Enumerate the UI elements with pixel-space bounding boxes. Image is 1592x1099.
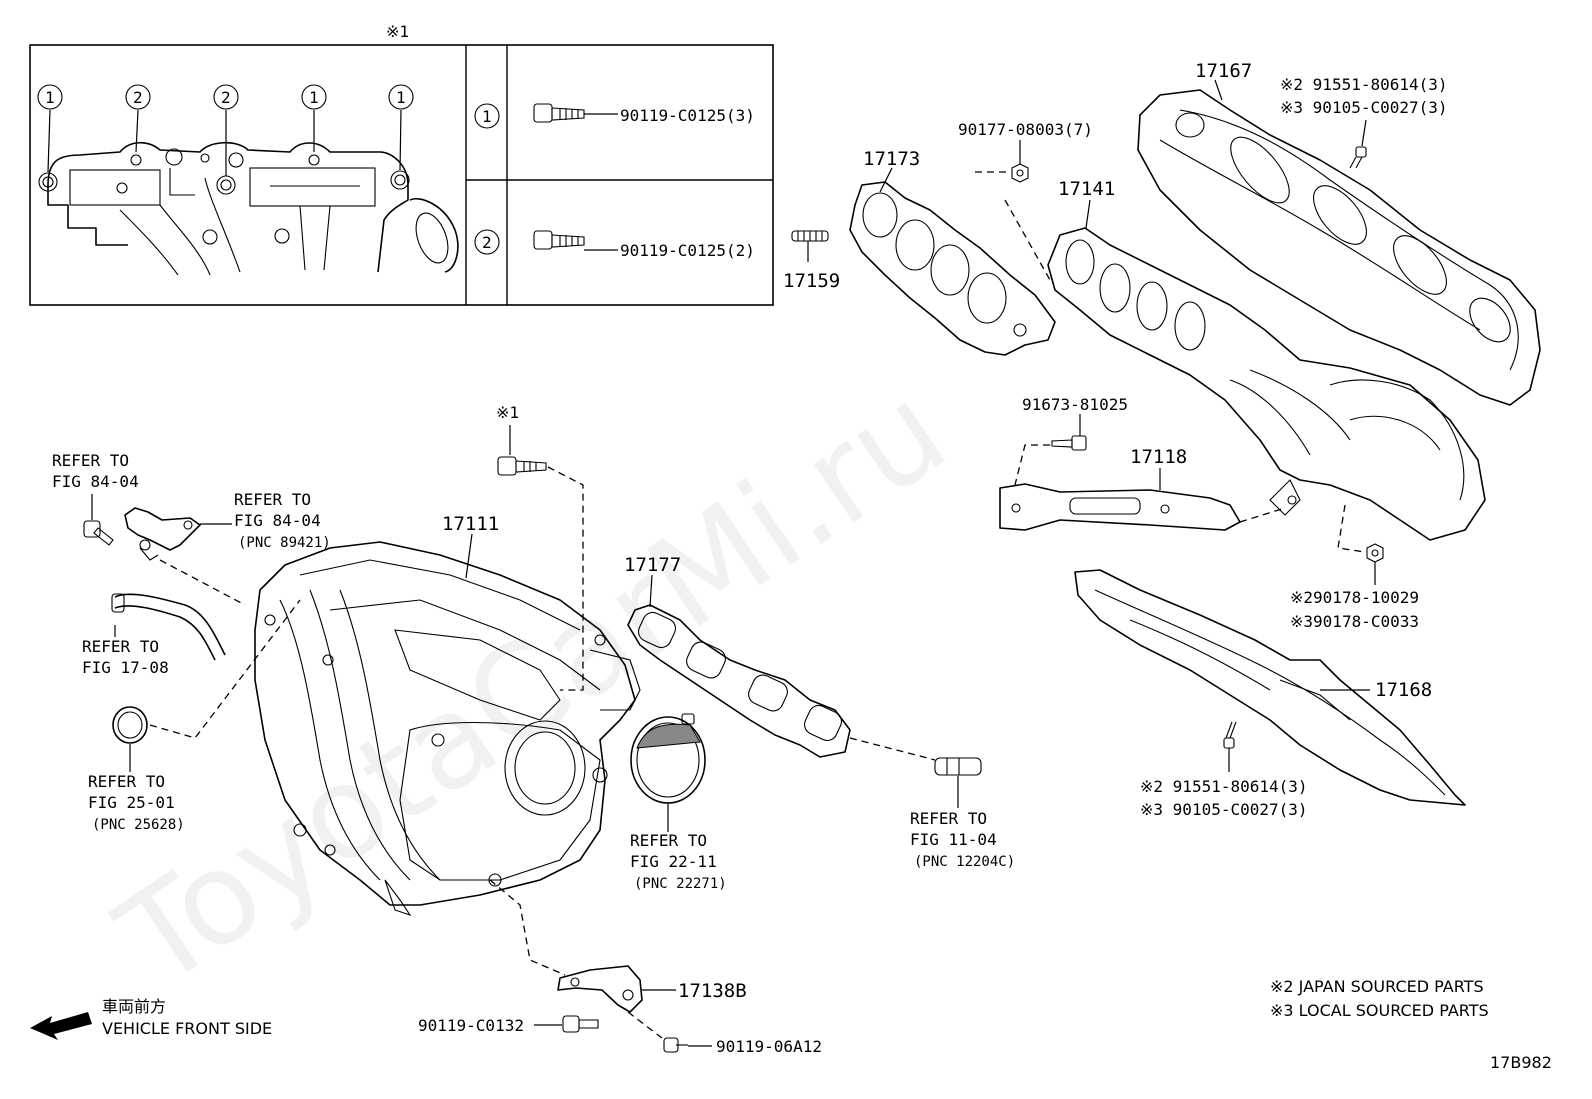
part-17111-label: 17111 xyxy=(442,513,499,535)
bolt-position-callouts: 1 2 2 1 1 xyxy=(37,84,414,195)
bolt-icon xyxy=(1223,721,1237,749)
svg-text:FIG 17-08: FIG 17-08 xyxy=(82,658,169,677)
svg-text:FIG 22-11: FIG 22-11 xyxy=(630,852,717,871)
legend-japan-sourced: ※2 JAPAN SOURCED PARTS xyxy=(1270,977,1484,996)
svg-text:FIG 11-04: FIG 11-04 xyxy=(910,830,997,849)
svg-text:REFER TO: REFER TO xyxy=(630,831,707,850)
bolt-icon xyxy=(497,456,547,476)
heat-insulator-17168 xyxy=(1074,569,1466,806)
svg-text:(PNC 25628): (PNC 25628) xyxy=(92,817,185,833)
part-91551-upper-label: ※2 91551-80614(3) xyxy=(1280,75,1448,94)
heat-insulator-17167 xyxy=(1137,89,1541,406)
bolt-icon xyxy=(562,1015,599,1033)
svg-text:1: 1 xyxy=(45,88,55,107)
ref-fig-84-04-a: REFER TO FIG 84-04 xyxy=(52,451,139,491)
part-17159-label: 17159 xyxy=(783,270,840,292)
bolt-icon xyxy=(1349,146,1367,169)
svg-text:REFER TO: REFER TO xyxy=(910,809,987,828)
intake-bolt-mark: ※1 xyxy=(496,403,519,422)
nut-90177 xyxy=(1011,163,1029,183)
ref-fig-11-04: REFER TO FIG 11-04 (PNC 12204C) xyxy=(910,809,1015,870)
svg-text:REFER TO: REFER TO xyxy=(234,490,311,509)
svg-text:2: 2 xyxy=(221,88,231,107)
inset-bolt-2-label: 90119-C0125(2) xyxy=(620,241,755,260)
detail-inset: ※1 xyxy=(29,22,774,306)
nut-90178 xyxy=(1366,543,1384,563)
watermark: ToyotaCarMi.ru xyxy=(93,356,972,1016)
exhaust-manifold-17141 xyxy=(1047,227,1486,541)
vehicle-front-en: VEHICLE FRONT SIDE xyxy=(102,1019,272,1038)
bracket-17118 xyxy=(999,483,1241,531)
svg-text:(PNC 12204C): (PNC 12204C) xyxy=(914,854,1015,870)
bolt-icon xyxy=(83,520,114,546)
svg-text:REFER TO: REFER TO xyxy=(52,451,129,470)
bolt-icon xyxy=(663,1037,688,1053)
svg-text:(PNC 89421): (PNC 89421) xyxy=(238,535,331,551)
svg-text:1: 1 xyxy=(482,107,492,126)
sensor-89421 xyxy=(124,507,201,561)
part-91551-lower-label: ※2 91551-80614(3) xyxy=(1140,777,1308,796)
part-17118-label: 17118 xyxy=(1130,446,1187,468)
svg-text:1: 1 xyxy=(309,88,319,107)
inset-mark: ※1 xyxy=(386,22,409,41)
svg-text:FIG 84-04: FIG 84-04 xyxy=(234,511,321,530)
part-17141-label: 17141 xyxy=(1058,178,1115,200)
bracket-17138b xyxy=(557,965,643,1013)
ref-fig-17-08: REFER TO FIG 17-08 xyxy=(82,637,169,677)
svg-text:(PNC 22271): (PNC 22271) xyxy=(634,876,727,892)
part-90105-upper-label: ※3 90105-C0027(3) xyxy=(1280,98,1448,117)
svg-text:1: 1 xyxy=(396,88,406,107)
vehicle-front-arrow-icon xyxy=(30,1012,92,1040)
part-90177-label: 90177-08003(7) xyxy=(958,120,1093,139)
gasket-17173 xyxy=(849,181,1056,356)
part-17173-label: 17173 xyxy=(863,148,920,170)
hose xyxy=(111,593,226,661)
svg-text:REFER TO: REFER TO xyxy=(88,772,165,791)
part-90178-b-label: ※390178-C0033 xyxy=(1290,612,1419,631)
svg-text:FIG 25-01: FIG 25-01 xyxy=(88,793,175,812)
part-90119-06a12-label: 90119-06A12 xyxy=(716,1037,822,1056)
bolt-icon xyxy=(533,230,585,250)
ref-fig-84-04-b: REFER TO FIG 84-04 (PNC 89421) xyxy=(234,490,331,551)
part-90178-a-label: ※290178-10029 xyxy=(1290,588,1419,607)
figure-code: 17B982 xyxy=(1490,1053,1552,1072)
part-17138b-label: 17138B xyxy=(678,980,747,1002)
ref-fig-22-11: REFER TO FIG 22-11 (PNC 22271) xyxy=(630,831,727,892)
part-17168-label: 17168 xyxy=(1375,679,1432,701)
gasket-17177 xyxy=(627,604,851,758)
part-17167-label: 17167 xyxy=(1195,60,1252,82)
part-90119-c0132-label: 90119-C0132 xyxy=(418,1016,524,1035)
svg-text:FIG 84-04: FIG 84-04 xyxy=(52,472,139,491)
ref-fig-25-01: REFER TO FIG 25-01 (PNC 25628) xyxy=(88,772,185,833)
bolt-91673 xyxy=(1051,435,1087,451)
inset-bolt-1-label: 90119-C0125(3) xyxy=(620,106,755,125)
bolt-icon xyxy=(533,103,585,123)
pcv-valve xyxy=(934,757,982,776)
svg-text:2: 2 xyxy=(482,233,492,252)
manifold-flange-sketch xyxy=(47,141,459,276)
part-17177-label: 17177 xyxy=(624,554,681,576)
seal-ring xyxy=(112,706,148,744)
part-90105-lower-label: ※3 90105-C0027(3) xyxy=(1140,800,1308,819)
stud-17159 xyxy=(791,230,829,262)
part-91673-label: 91673-81025 xyxy=(1022,395,1128,414)
legend-local-sourced: ※3 LOCAL SOURCED PARTS xyxy=(1270,1001,1489,1020)
svg-text:2: 2 xyxy=(133,88,143,107)
svg-text:REFER TO: REFER TO xyxy=(82,637,159,656)
vehicle-front-jp: 車両前方 xyxy=(102,997,166,1016)
intake-manifold-17111 xyxy=(254,541,641,917)
throttle-gasket xyxy=(630,713,706,804)
